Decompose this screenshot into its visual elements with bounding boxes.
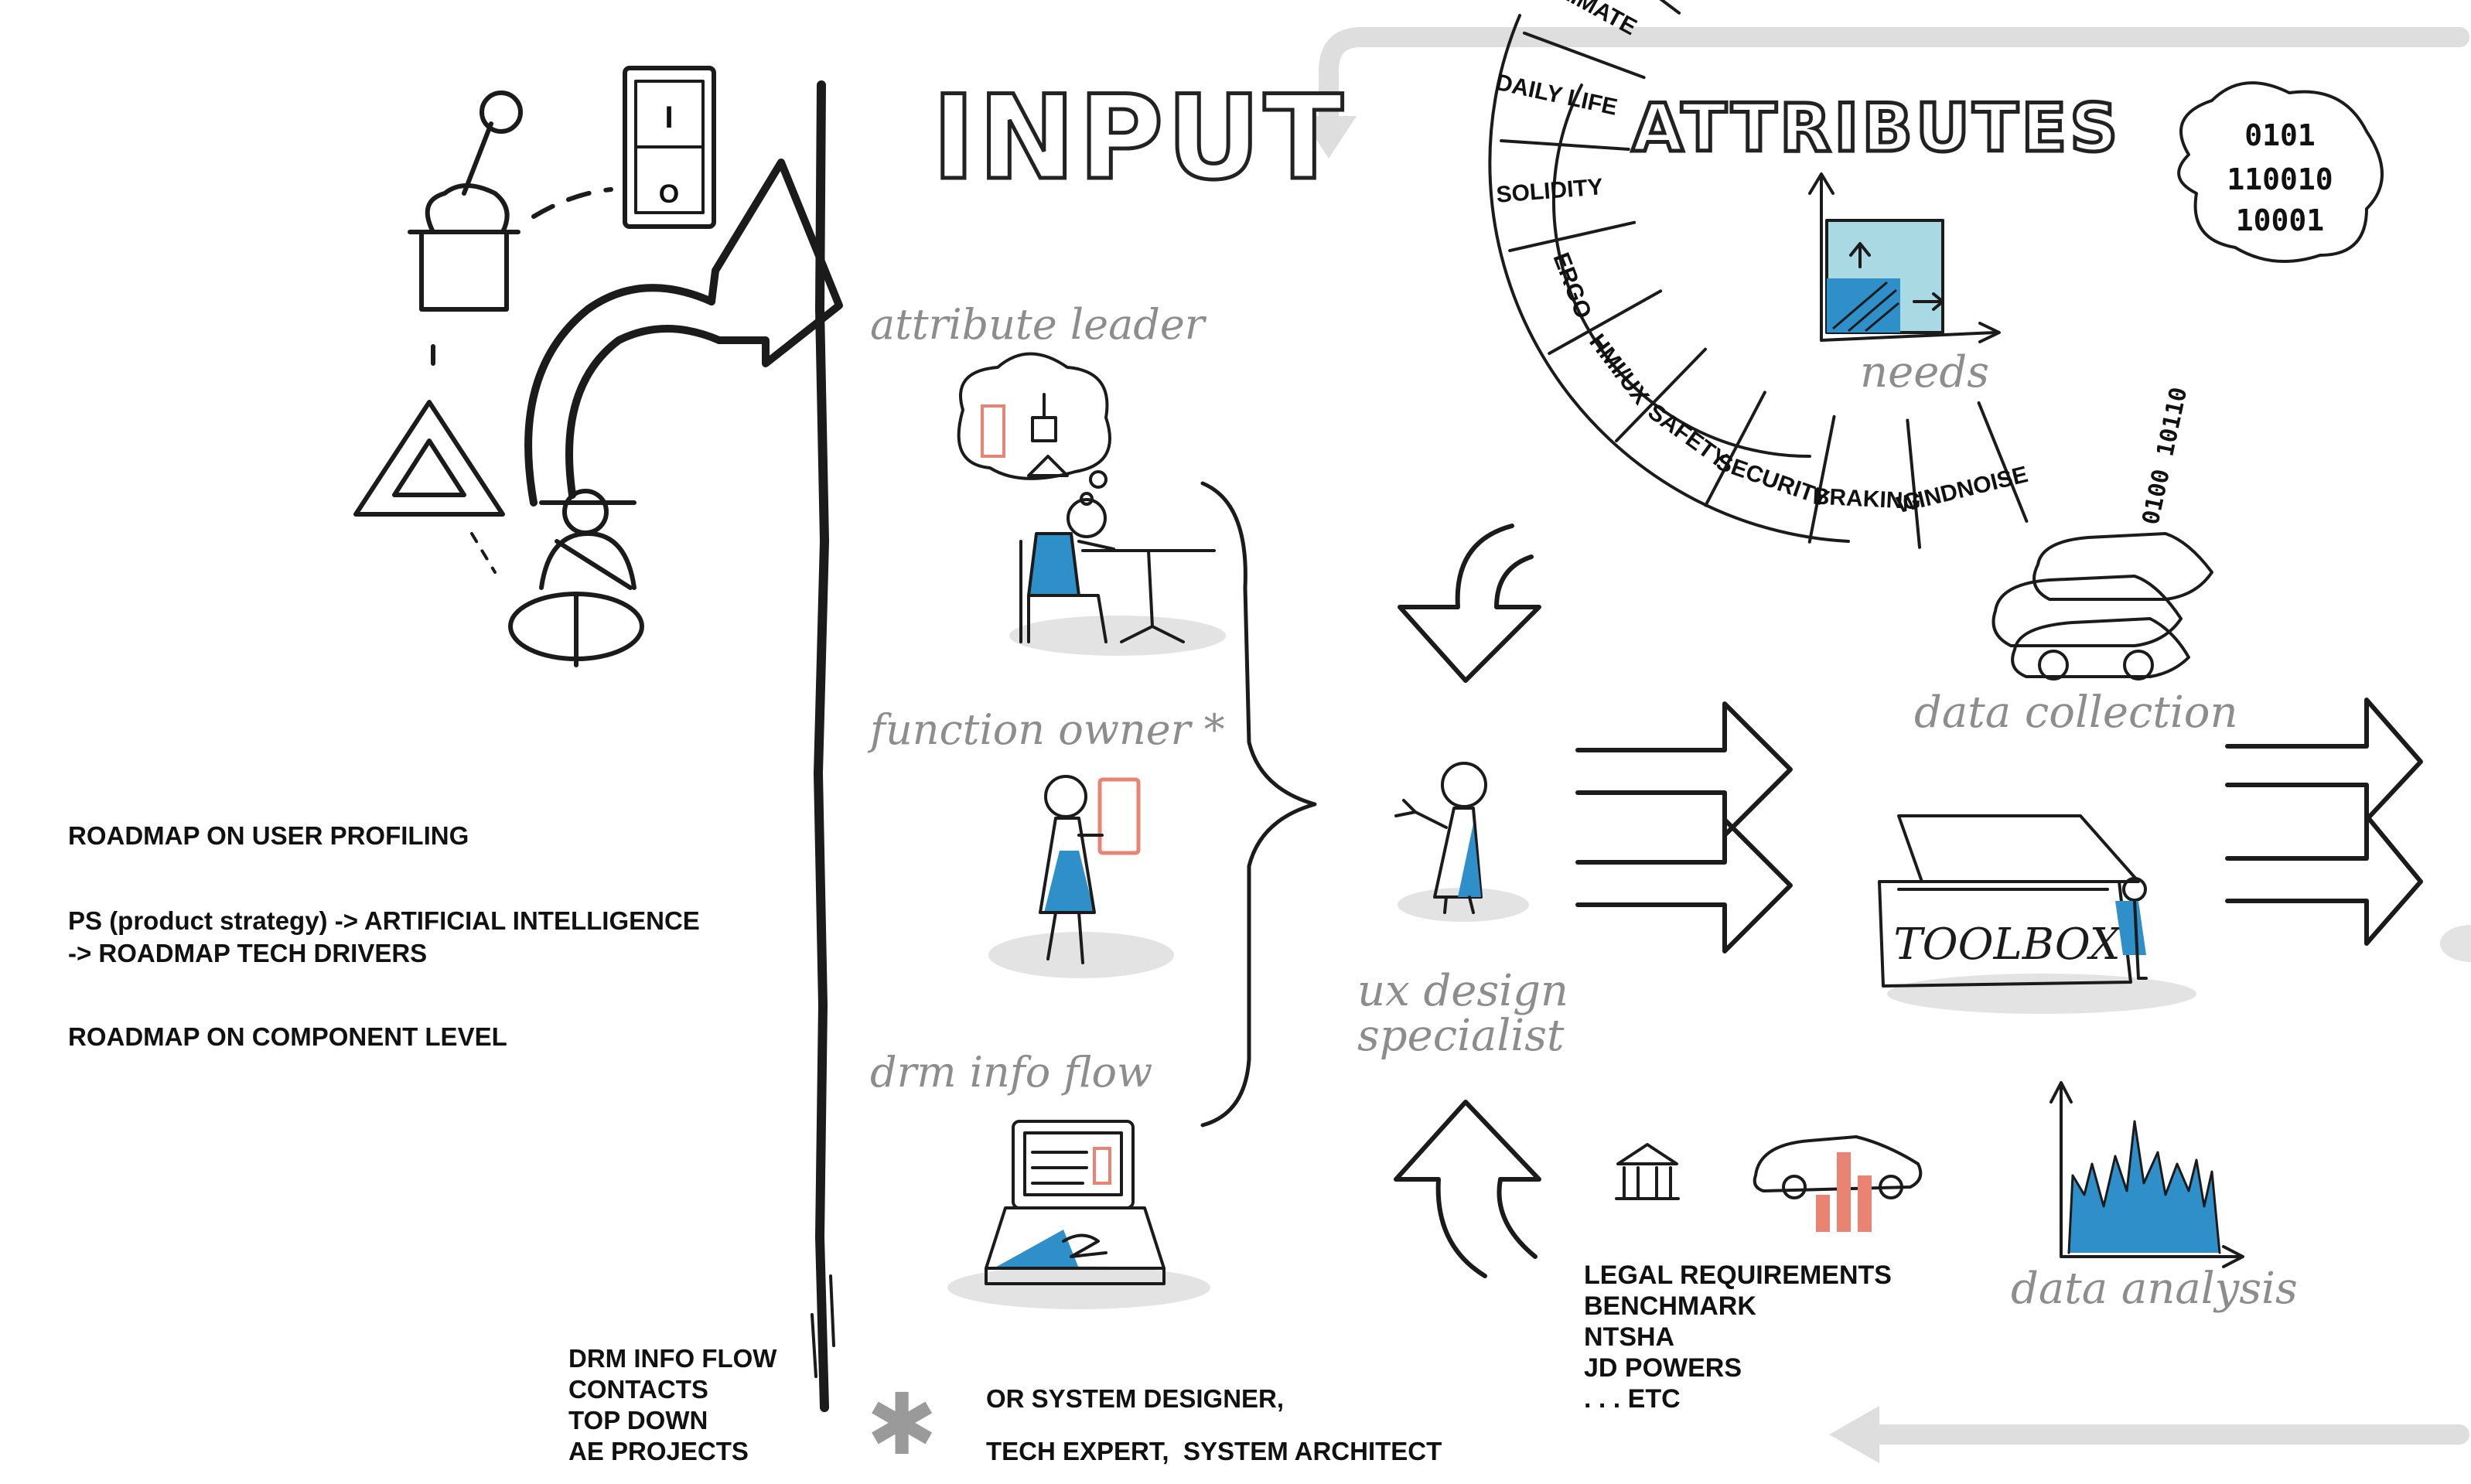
seatbelt-driver-icon	[508, 489, 644, 667]
attributes-title: ATTRIBUTES	[1632, 90, 2121, 167]
footnote-tech-expert: TECH EXPERT,	[986, 1437, 1169, 1465]
binary-line1: 0101	[2244, 118, 2316, 152]
label-specialist: specialist	[1357, 1011, 1565, 1061]
arrow-to-data-collection	[1575, 701, 1793, 838]
drm-computer-figure	[947, 1120, 1210, 1309]
requirements-list: LEGAL REQUIREMENTS BENCHMARK NTSHA JD PO…	[1584, 1261, 1892, 1414]
arrow-right-upper	[2225, 698, 2423, 822]
binary-line3: 10001	[2236, 203, 2324, 237]
req-jd-powers: JD POWERS	[1584, 1353, 1742, 1383]
bottom-left-notes: DRM INFO FLOW CONTACTS TOP DOWN AE PROJE…	[568, 1344, 777, 1465]
footnote-line1: OR SYSTEM DESIGNER,	[986, 1384, 1284, 1413]
wheel-divider	[1548, 289, 1663, 356]
function-owner-figure	[988, 775, 1174, 978]
role-function-owner: function owner *	[867, 705, 1225, 754]
label-data-collection: data collection	[1914, 687, 2238, 738]
data-analysis-chart	[2049, 1081, 2244, 1268]
note-product-strategy: PS (product strategy) -> ARTIFICIAL INTE…	[68, 906, 700, 935]
bottom-return-arrow	[1829, 1406, 2469, 1463]
wheel-segment-label: SOLIDITY	[1495, 174, 1604, 208]
ux-specialist-figure	[1394, 762, 1529, 922]
wheel-segment-label: BRAKING	[1812, 484, 1921, 515]
wheel-divider	[1977, 401, 2029, 523]
note-user-profiling: ROADMAP ON USER PROFILING	[68, 821, 469, 850]
gear-lever-icon	[408, 90, 523, 312]
arrow-to-toolbox	[1575, 817, 1793, 954]
wheel-divider	[1508, 220, 1637, 253]
divider-line	[814, 80, 829, 1412]
note-tech-drivers: -> ROADMAP TECH DRIVERS	[68, 939, 427, 967]
cycle-arrow-small	[531, 187, 613, 219]
label-data-analysis: data analysis	[2011, 1264, 2298, 1314]
wheel-divider	[1704, 391, 1766, 507]
input-title: INPUT	[932, 71, 1346, 206]
rocker-switch-icon: I O	[623, 66, 716, 229]
wheel-divider	[1906, 418, 1922, 549]
wheel-divider	[1659, 0, 1681, 15]
binary-stream: 0100 10110	[2138, 385, 2193, 527]
switch-on-label: I	[664, 101, 673, 135]
offscreen-shadow	[2440, 925, 2471, 962]
note-drm-info-flow: DRM INFO FLOW	[568, 1344, 777, 1373]
legal-building-icon	[1615, 1143, 1680, 1200]
big-curved-arrow	[524, 159, 843, 507]
wheel-segment-label: DAILY LIFE	[1493, 70, 1619, 121]
wheel-segment-label: WINDNOISE	[1894, 462, 2030, 518]
note-contacts: CONTACTS	[568, 1375, 708, 1404]
req-etc: . . . ETC	[1584, 1384, 1681, 1414]
role-drm-info-flow: drm info flow	[870, 1048, 1152, 1097]
wheel-divider	[1615, 347, 1708, 442]
wheel-segment-label: ERGO	[1548, 249, 1596, 322]
up-arrow	[1394, 1100, 1541, 1278]
note-component-level: ROADMAP ON COMPONENT LEVEL	[68, 1022, 507, 1051]
stacked-cars-icon	[1991, 532, 2213, 681]
cycle-dash-2	[470, 532, 497, 574]
role-attribute-leader: attribute leader	[870, 300, 1207, 349]
footnote-asterisk: ✱	[866, 1375, 937, 1474]
warning-triangle-icon	[353, 400, 505, 517]
curly-brace	[1200, 481, 1317, 1127]
label-ux-design: ux design	[1357, 966, 1568, 1016]
binary-cloud: 0101 110010 10001	[2177, 81, 2384, 263]
binary-line2: 110010	[2227, 162, 2333, 196]
left-notes: ROADMAP ON USER PROFILING PS (product st…	[68, 821, 700, 1051]
wheel-divider	[1522, 31, 1646, 80]
switch-off-label: O	[659, 179, 679, 209]
note-top-down: TOP DOWN	[568, 1406, 708, 1435]
req-benchmark: BENCHMARK	[1584, 1291, 1756, 1321]
footnote-system-architect: SYSTEM ARCHITECT	[1183, 1437, 1442, 1465]
wheel-divider	[1500, 139, 1630, 152]
arrow-right-lower	[2225, 814, 2423, 946]
top-return-arrow	[1301, 27, 2469, 159]
req-legal: LEGAL REQUIREMENTS	[1584, 1261, 1892, 1290]
note-ae-projects: AE PROJECTS	[568, 1437, 749, 1465]
wheel-divider	[1807, 414, 1836, 544]
attributes-wheel: WEIGHTEMISSIONCLIMATEDAILY LIFESOLIDITYE…	[1488, 0, 2030, 549]
needs-chart	[1808, 172, 2001, 343]
benchmark-car-icon	[1753, 1135, 1923, 1232]
label-needs: needs	[1860, 347, 1989, 397]
divider-scratch	[811, 1274, 835, 1378]
wheel-segment-label: HMI/UX	[1584, 329, 1654, 409]
down-arrow	[1398, 524, 1541, 683]
attribute-leader-figure	[957, 352, 1226, 656]
req-ntsha: NTSHA	[1584, 1322, 1674, 1352]
toolbox-label: TOOLBOX	[1893, 919, 2121, 970]
toolbox-icon: TOOLBOX	[1878, 814, 2196, 1014]
